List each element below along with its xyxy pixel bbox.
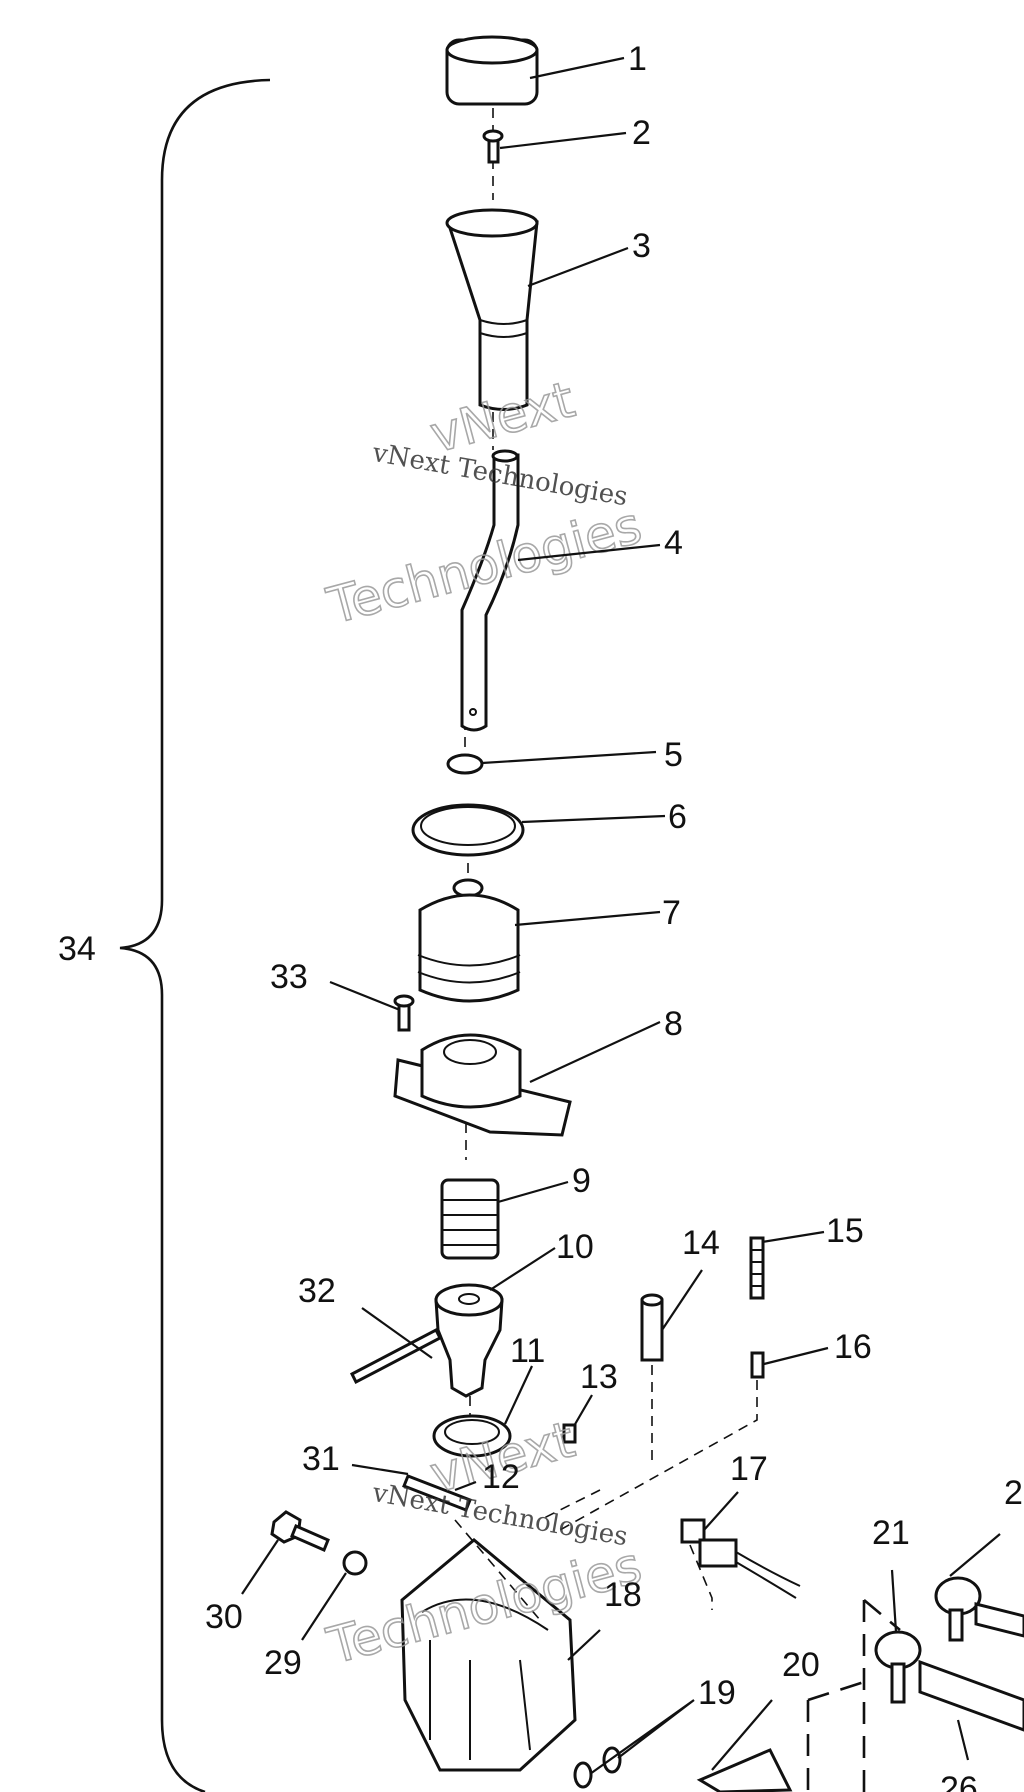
callout-labels: 1 2 3 4 5 6 7 8 9 10 11 12 13 14 15 16 1… (58, 40, 1023, 1792)
callout-11: 11 (510, 1332, 545, 1370)
callout-30: 30 (205, 1598, 243, 1636)
part-32-pin (350, 1327, 442, 1385)
part-18-housing (400, 1519, 577, 1772)
callout-1: 1 (628, 40, 647, 78)
callout-6: 6 (668, 798, 687, 836)
part-21-ball-joint (874, 1630, 922, 1704)
leader-lines (241, 56, 1001, 1775)
part-33-screw (393, 994, 415, 1032)
callout-34: 34 (58, 930, 96, 968)
callout-5: 5 (664, 736, 683, 774)
watermark-lower: vNext vNext Technologies Technologies (320, 1410, 648, 1677)
part-8-base-plate (393, 1033, 572, 1137)
watermark-upper: vNext vNext Technologies Technologies (320, 370, 648, 637)
part-3-knob (445, 208, 539, 411)
callout-4: 4 (664, 524, 683, 562)
part-31-rod (402, 1474, 472, 1512)
assembly-bracket (119, 78, 271, 1792)
callout-20: 20 (782, 1646, 820, 1684)
callout-14: 14 (682, 1224, 720, 1262)
callout-32: 32 (298, 1272, 336, 1310)
callout-7: 7 (662, 894, 681, 932)
part-10-pivot (434, 1283, 504, 1398)
cable-dashed-outline (806, 1599, 901, 1792)
callout-17: 17 (730, 1450, 768, 1488)
callout-13: 13 (580, 1358, 618, 1396)
callout-19: 19 (698, 1674, 736, 1712)
part-6-ring (411, 803, 525, 857)
part-15-stud (749, 1236, 765, 1300)
callout-9: 9 (572, 1162, 591, 1200)
part-26-turnbuckle (918, 1659, 1024, 1732)
callout-8: 8 (664, 1005, 683, 1043)
callout-3: 3 (632, 227, 651, 265)
callout-29: 29 (264, 1644, 302, 1682)
part-9-spring (440, 1178, 500, 1260)
callout-16: 16 (834, 1328, 872, 1366)
part-7-boot (417, 878, 521, 1003)
assembly-dashes (539, 1365, 758, 1531)
part-19-oring-a (573, 1761, 593, 1789)
part-22-ball-joint (934, 1576, 1024, 1642)
part-20-cable-end (696, 1748, 793, 1792)
callout-18: 18 (604, 1576, 642, 1614)
callout-33: 33 (270, 958, 308, 996)
callout-10: 10 (556, 1228, 594, 1266)
callout-2: 2 (632, 114, 651, 152)
part-30-bolt (270, 1510, 330, 1552)
callout-12: 12 (482, 1458, 520, 1496)
part-1-cap (445, 35, 539, 106)
part-5-oring (446, 753, 484, 775)
callout-15: 15 (826, 1212, 864, 1250)
callout-22: 2 (1004, 1474, 1023, 1512)
center-axis (464, 108, 494, 1420)
part-16-nut (750, 1351, 765, 1379)
callout-21: 21 (872, 1514, 910, 1552)
part-29-washer (342, 1550, 368, 1576)
part-13-screw (562, 1423, 577, 1444)
part-4-lever (460, 449, 520, 732)
part-14-dowel (640, 1293, 664, 1362)
part-11-guide-ring (432, 1414, 512, 1458)
callout-31: 31 (302, 1440, 340, 1478)
part-17-sensor (680, 1518, 801, 1610)
callout-26: 26 (940, 1770, 978, 1792)
part-2-screw (482, 129, 504, 164)
part-19-oring-b (602, 1746, 622, 1774)
